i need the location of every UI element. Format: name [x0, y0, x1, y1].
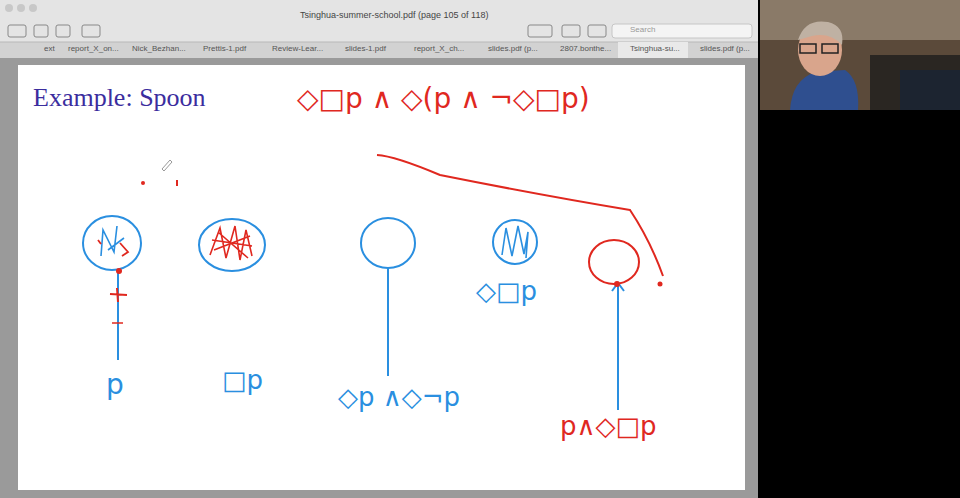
tab-name: slides.pdf (p...: [488, 45, 538, 54]
world-label: □p: [222, 366, 263, 395]
tab-name: Prettis-1.pdf: [203, 45, 246, 54]
world-label: p∧◇□p: [560, 412, 657, 441]
world-label: ◇□p: [476, 277, 537, 306]
tab-name: Tsinghua-su...: [630, 45, 680, 54]
tab-name: 2807.bonthe...: [560, 45, 611, 54]
tab-name: report_X_on...: [68, 45, 119, 54]
world-label: p: [106, 370, 124, 401]
tab-name: Review-Lear...: [272, 45, 323, 54]
tab-name: ext: [44, 45, 55, 54]
tab-name: slides-1.pdf: [345, 45, 386, 54]
world-label: ◇p ∧◇¬p: [338, 383, 460, 412]
tab-name: slides.pdf (p...: [700, 45, 750, 54]
formula: ◇□p ∧ ◇(p ∧ ¬◇□p): [297, 84, 590, 115]
tab-name: Nick_Bezhan...: [132, 45, 186, 54]
slide-title: Example: Spoon: [33, 84, 206, 113]
search-field: Search: [630, 26, 655, 35]
window-title: Tsinghua-summer-school.pdf (page 105 of …: [300, 11, 488, 21]
tab-name: report_X_ch...: [414, 45, 464, 54]
